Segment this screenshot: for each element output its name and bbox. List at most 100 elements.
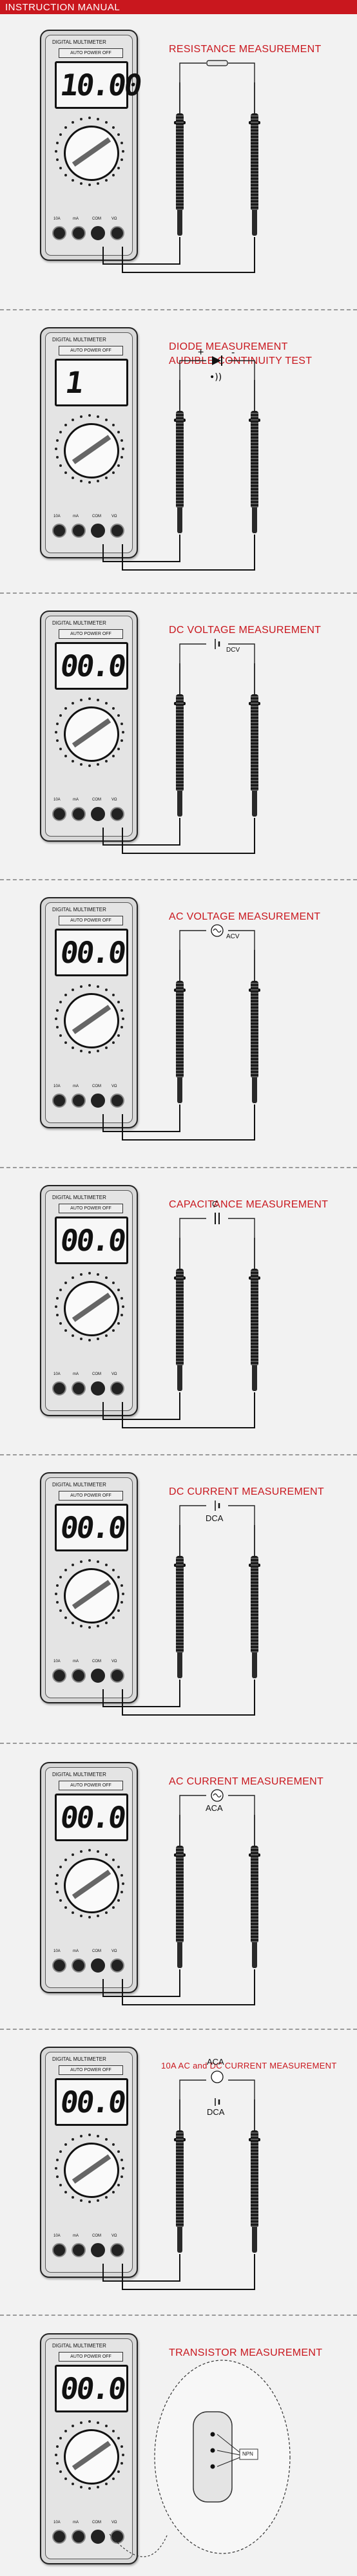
dial-tick-icon (105, 179, 108, 182)
rotary-dial[interactable] (64, 1858, 119, 1913)
jack-socket-icon[interactable] (52, 807, 66, 821)
jack-socket-icon[interactable] (52, 1669, 66, 1683)
jack-socket-icon[interactable] (91, 1669, 105, 1683)
jack-socket-icon[interactable] (52, 2530, 66, 2544)
dial-tick-icon (117, 714, 121, 717)
jack-socket-icon[interactable] (110, 1958, 124, 1973)
range-selector[interactable] (46, 1844, 133, 1940)
ac-source-icon (211, 2070, 224, 2083)
rotary-dial[interactable] (64, 2429, 119, 2485)
probe-tail (252, 791, 257, 817)
rotary-dial[interactable] (64, 993, 119, 1048)
jack-socket-icon[interactable] (72, 2530, 86, 2544)
jack-socket-icon[interactable] (91, 1958, 105, 1973)
range-selector[interactable] (46, 111, 133, 208)
probe-tail (177, 2227, 182, 2253)
range-selector[interactable] (46, 979, 133, 1075)
probe-handle (176, 1269, 184, 1365)
range-selector[interactable] (46, 1267, 133, 1363)
range-selector[interactable] (46, 409, 133, 506)
probe-tail (252, 1653, 257, 1678)
dial-tick-icon (72, 1853, 74, 1856)
jack-socket-icon[interactable] (72, 1669, 86, 1683)
jack-socket-icon[interactable] (91, 2243, 105, 2257)
rotary-dial[interactable] (64, 126, 119, 181)
dial-tick-icon (59, 748, 62, 750)
dial-tick-icon (121, 1873, 124, 1877)
jack-socket-icon[interactable] (72, 1381, 86, 1396)
circuit-wire-right (228, 2079, 255, 2099)
rotary-dial[interactable] (64, 423, 119, 478)
jack-socket-icon[interactable] (52, 2243, 66, 2257)
jack-socket-icon[interactable] (72, 226, 86, 240)
circuit-wire-left (179, 62, 206, 82)
jack-socket-icon[interactable] (110, 226, 124, 240)
jack-label: mA (73, 1372, 79, 1376)
black-test-probe (174, 82, 186, 237)
dial-tick-icon (64, 2430, 68, 2433)
jack-socket-icon[interactable] (72, 1094, 86, 1108)
range-selector[interactable] (46, 2415, 133, 2512)
dial-tick-icon (55, 731, 57, 734)
rotary-dial[interactable] (64, 1568, 119, 1624)
wiring-diagram (102, 1789, 255, 2005)
jack-socket-icon[interactable] (52, 524, 66, 538)
rotary-dial[interactable] (64, 706, 119, 762)
jack-socket-icon[interactable] (110, 807, 124, 821)
jack-socket-icon[interactable] (72, 2243, 86, 2257)
jack-socket-icon[interactable] (72, 807, 86, 821)
jack-socket-icon[interactable] (91, 807, 105, 821)
callout-connector (109, 2533, 168, 2557)
section-divider (0, 879, 357, 880)
jack-socket-icon[interactable] (52, 226, 66, 240)
rotary-dial[interactable] (64, 1281, 119, 1336)
meter-brand: DIGITAL MULTIMETER (52, 39, 106, 45)
dial-tick-icon (122, 2454, 124, 2456)
dial-tick-icon (88, 2487, 91, 2490)
jack-socket-icon[interactable] (52, 1381, 66, 1396)
dial-tick-icon (97, 1625, 100, 1628)
jack-socket-icon[interactable] (91, 226, 105, 240)
lcd-display: 00.0 (55, 1504, 128, 1551)
jack-socket-icon[interactable] (72, 524, 86, 538)
probe-tip (254, 2099, 255, 2130)
jack-socket-icon[interactable] (52, 1094, 66, 1108)
jack-socket-icon[interactable] (110, 1094, 124, 1108)
jack-socket-icon[interactable] (91, 1094, 105, 1108)
jack-label: 10A (53, 515, 61, 518)
jack-socket-icon[interactable] (110, 1669, 124, 1683)
jack-socket-icon[interactable] (52, 1958, 66, 1973)
jack-socket-icon[interactable] (110, 1381, 124, 1396)
jack-socket-icon[interactable] (110, 524, 124, 538)
jack-socket-icon[interactable] (91, 1381, 105, 1396)
jack-socket-icon[interactable] (110, 2243, 124, 2257)
dial-tick-icon (97, 182, 100, 185)
jack-socket-icon[interactable] (91, 2530, 105, 2544)
jack-socket-icon[interactable] (110, 2530, 124, 2544)
dial-tick-icon (111, 1569, 115, 1572)
dial-tick-icon (111, 1616, 115, 1619)
jack-socket-icon[interactable] (91, 524, 105, 538)
dial-tick-icon (59, 2150, 62, 2153)
jack-label: 10A (53, 217, 61, 221)
range-selector[interactable] (46, 692, 133, 789)
range-selector[interactable] (46, 2128, 133, 2225)
range-selector[interactable] (46, 1554, 133, 1651)
dial-tick-icon (105, 1563, 108, 1566)
dial-tick-icon (64, 1282, 68, 1285)
auto-power-label: AUTO POWER OFF (59, 48, 123, 58)
transistor-type-label: NPN (242, 2451, 253, 2457)
dial-tick-icon (121, 1314, 124, 1317)
rotary-dial[interactable] (64, 2143, 119, 2198)
jack-label: COM (92, 798, 101, 802)
black-test-probe (174, 1238, 186, 1392)
jack-socket-icon[interactable] (72, 1958, 86, 1973)
dial-tick-icon (105, 1046, 108, 1050)
dial-tick-icon (117, 2470, 121, 2473)
dial-tick-icon (55, 150, 57, 153)
dial-tick-icon (55, 439, 59, 442)
lcd-display: 10.00 (55, 61, 142, 109)
